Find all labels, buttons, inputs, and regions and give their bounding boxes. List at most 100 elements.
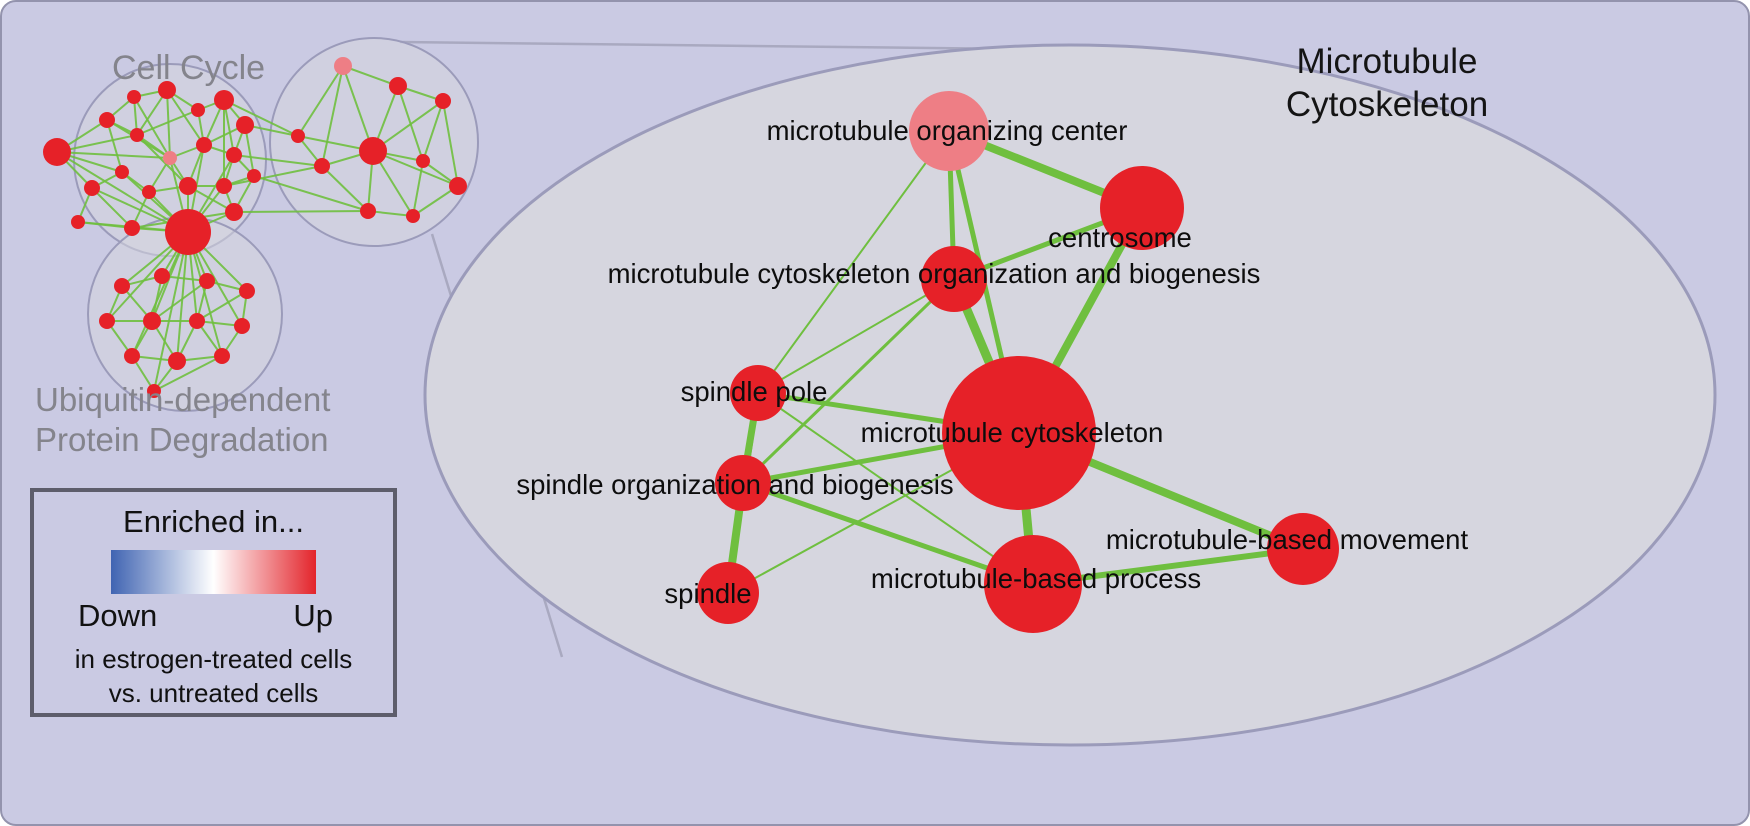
overview-node (314, 158, 330, 174)
overview-node (234, 318, 250, 334)
zoom-node-label-centrosome: centrosome (1048, 222, 1192, 253)
overview-edge (196, 290, 248, 322)
overview-node (143, 312, 161, 330)
zoom-node-spindlepole (730, 365, 786, 421)
legend-up-label: Up (293, 598, 333, 633)
overview-node (196, 137, 212, 153)
zoom-node-label-orgbio: microtubule cytoskeleton organization an… (608, 258, 1261, 289)
overview-node (168, 352, 186, 370)
overview-node (147, 384, 161, 398)
overview-edge (342, 65, 374, 152)
overview-node (239, 283, 255, 299)
overview-node (226, 147, 242, 163)
zoom-panel-title-line1: Microtubule (1296, 42, 1478, 81)
zoom-panel-title: Microtubule Cytoskeleton (1257, 40, 1517, 126)
zoom-edge-orgbio-spindlepole (757, 278, 955, 394)
zoom-node-orgbio (921, 246, 987, 312)
overview-edge (136, 109, 199, 136)
zoom-edge-spindleorg-mtprocess (740, 480, 1036, 587)
overview-node (99, 313, 115, 329)
overview-node (43, 138, 71, 166)
overview-edge (321, 165, 369, 212)
overview-edge (412, 160, 424, 217)
overview-node (165, 209, 211, 255)
legend-caption-line1: in estrogen-treated cells (74, 644, 353, 674)
overview-edge (166, 89, 171, 159)
overview-node (127, 90, 141, 104)
ubiquitin-cluster-label-line1: Ubiquitin-dependent (35, 381, 331, 418)
overview-edge (223, 165, 323, 187)
overview-node (334, 57, 352, 75)
overview-node (124, 348, 140, 364)
overview-edge (372, 150, 459, 187)
legend-gradient-bar (111, 550, 316, 594)
overview-edge (422, 100, 444, 162)
overview-edge (136, 89, 168, 136)
zoom-node-label-oc: microtubule organizing center (767, 115, 1128, 146)
overview-edge (106, 119, 123, 173)
overview-edge (233, 210, 369, 213)
overview-node (71, 215, 85, 229)
zoom-node-mtprocess (984, 535, 1082, 633)
ubiquitin-cluster-label: Ubiquitin-dependent Protein Degradation (35, 380, 330, 460)
zoom-node-spindleorg (715, 455, 771, 511)
zoom-node-label-spindle: spindle (664, 578, 751, 609)
overview-node (416, 154, 430, 168)
overview-edge (253, 175, 369, 212)
zoom-connector-line (399, 40, 1023, 51)
zoom-node-label-spindlepole: spindle pole (681, 376, 828, 407)
overview-node (291, 129, 305, 143)
overview-node (225, 203, 243, 221)
overview-edge (321, 65, 344, 167)
overview-node (189, 313, 205, 329)
overview-node (191, 103, 205, 117)
overview-node (236, 116, 254, 134)
overview-edge (56, 151, 171, 159)
zoom-edge-orgbio-spindleorg (741, 277, 956, 485)
overview-node (389, 77, 407, 95)
overview-edge (91, 187, 133, 229)
zoom-node-label-mtprocess: microtubule-based process (871, 563, 1201, 594)
overview-node (84, 180, 100, 196)
zoom-node-label-spindleorg: spindle organization and biogenesis (516, 469, 953, 500)
overview-node (435, 93, 451, 109)
overview-node (216, 178, 232, 194)
overview-node (179, 177, 197, 195)
overview-node (154, 268, 170, 284)
legend-title: Enriched in... (123, 504, 304, 539)
overview-edge (442, 100, 459, 187)
overview-edge (412, 185, 459, 217)
overview-node (449, 177, 467, 195)
overview-edge (133, 96, 171, 159)
overview-node (360, 203, 376, 219)
zoom-node-centrosome (1100, 166, 1184, 250)
overview-edge (153, 231, 189, 392)
overview-node (114, 278, 130, 294)
overview-edge (56, 151, 189, 233)
overview-edge (244, 124, 299, 137)
zoom-panel-title-line2: Cytoskeleton (1285, 85, 1489, 124)
legend: Enriched in... Down Up in estrogen-treat… (30, 488, 397, 717)
overview-node (99, 112, 115, 128)
zoom-edge-spindlepole-mtprocess (757, 392, 1034, 585)
legend-caption-line2: vs. untreated cells (108, 678, 319, 708)
overview-edge (166, 89, 205, 146)
cell-cycle-cluster-label: Cell Cycle (112, 49, 266, 87)
overview-node (247, 169, 261, 183)
overview-edge (136, 134, 189, 187)
overview-node (158, 81, 176, 99)
overview-node (163, 151, 177, 165)
zoom-node-label-mtmovement: microtubule-based movement (1106, 524, 1469, 555)
overview-edge (372, 100, 444, 152)
zoom-node-oc (909, 91, 989, 171)
overview-node (115, 165, 129, 179)
overview-node (214, 348, 230, 364)
ubiquitin-cluster-label-line2: Protein Degradation (35, 421, 329, 458)
overview-edge (153, 355, 223, 392)
overview-node (130, 128, 144, 142)
overview-edge (223, 99, 299, 137)
overview-node (199, 273, 215, 289)
zoom-node-mtmovement (1267, 513, 1339, 585)
